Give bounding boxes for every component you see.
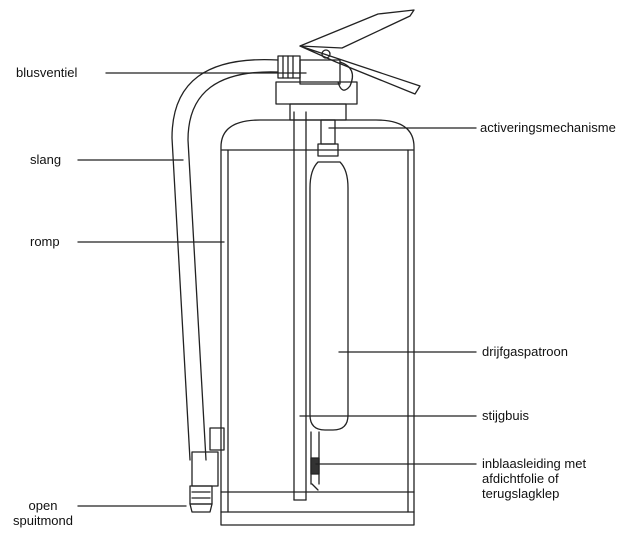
label-stijgbuis: stijgbuis [482,408,529,423]
label-romp: romp [30,234,60,249]
valve-neck [289,103,347,121]
carry-handle [299,45,421,95]
hose-inner [187,71,279,461]
injection-line-tip [311,483,319,491]
nozzle-body [189,485,213,505]
valve-head [299,59,341,85]
hose-bracket [209,427,225,451]
label-slang: slang [30,152,62,167]
label-blusventiel: blusventiel [16,65,78,80]
trigger-lever [299,9,415,49]
label-drijfgaspatroon: drijfgaspatroon [482,344,568,359]
extinguisher-body [220,119,415,526]
nozzle-tip [189,491,213,513]
activation-stem [320,119,336,145]
body-base-rim [220,491,415,513]
valve-nut [277,55,301,79]
hose-coupling [191,451,219,487]
lever-pivot [321,49,331,59]
activation-pin [317,143,339,157]
hose-outer [171,58,279,461]
label-open-spuitmond: open spuitmond [13,498,73,528]
gas-cartridge [309,161,349,431]
valve-collar [275,81,358,105]
check-valve [310,457,320,475]
label-activeringsmechanisme: activeringsmechanisme [480,120,616,135]
label-inblaasleiding: inblaasleiding met afdichtfolie of terug… [482,456,587,501]
safety-pin [337,61,354,91]
